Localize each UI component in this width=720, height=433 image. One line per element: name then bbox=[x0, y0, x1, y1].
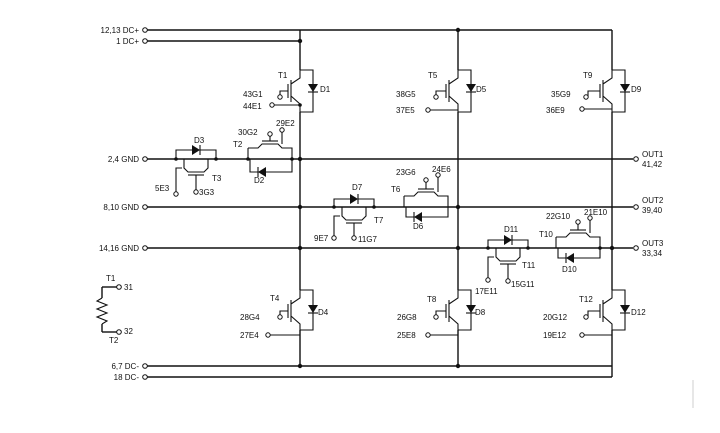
igbt-t6: T6 23G6 24E6 D6 bbox=[391, 165, 451, 231]
label-dcn-a: 6,7 DC- bbox=[111, 362, 139, 371]
label-29e2: 29E2 bbox=[276, 119, 295, 128]
label-gnd-c: 14,16 GND bbox=[99, 244, 139, 253]
output-terminals: OUT1 41,42 OUT2 39,40 OUT3 33,34 bbox=[633, 150, 664, 258]
igbt-t4: T4 D4 28G4 27E4 bbox=[240, 289, 329, 340]
label-d4: D4 bbox=[318, 308, 329, 317]
label-d6: D6 bbox=[413, 222, 424, 231]
label-t2: T2 bbox=[109, 336, 119, 345]
label-9e7: 9E7 bbox=[314, 234, 329, 243]
label-d12: D12 bbox=[631, 308, 646, 317]
label-t1: T1 bbox=[106, 274, 116, 283]
label-d5: D5 bbox=[476, 85, 487, 94]
label-26g8: 26G8 bbox=[397, 313, 417, 322]
label-dcp-a: 12,13 DC+ bbox=[101, 26, 140, 35]
label-gnd-b: 8,10 GND bbox=[103, 203, 139, 212]
label-27e4: 27E4 bbox=[240, 331, 259, 340]
label-28g4: 28G4 bbox=[240, 313, 260, 322]
label-38g5: 38G5 bbox=[396, 90, 416, 99]
label-d10: D10 bbox=[562, 265, 577, 274]
igbt-t2: T2 30G2 29E2 D2 bbox=[233, 119, 295, 185]
label-d7: D7 bbox=[352, 183, 363, 192]
label-t9-dev: T9 bbox=[583, 71, 593, 80]
label-37e5: 37E5 bbox=[396, 106, 415, 115]
label-gnd-a: 2,4 GND bbox=[108, 155, 139, 164]
label-out2: OUT2 bbox=[642, 196, 664, 205]
label-t2-dev: T2 bbox=[233, 140, 243, 149]
label-t12-dev: T12 bbox=[579, 295, 593, 304]
label-d11: D11 bbox=[504, 225, 519, 234]
label-t7-dev: T7 bbox=[374, 216, 384, 225]
label-out1-pins: 41,42 bbox=[642, 160, 663, 169]
igbt-t7: D7 T7 9E7 11G7 bbox=[314, 183, 384, 244]
label-out3-pins: 33,34 bbox=[642, 249, 663, 258]
label-19e12: 19E12 bbox=[543, 331, 567, 340]
label-25e8: 25E8 bbox=[397, 331, 416, 340]
label-30g2: 30G2 bbox=[238, 128, 258, 137]
label-35g9: 35G9 bbox=[551, 90, 571, 99]
label-23g6: 23G6 bbox=[396, 168, 416, 177]
igbt-t5: T5 D5 38G5 37E5 bbox=[396, 69, 487, 115]
label-out1: OUT1 bbox=[642, 150, 664, 159]
label-dcp-b: 1 DC+ bbox=[116, 37, 139, 46]
igbt-t11: D11 T11 17E11 15G11 bbox=[475, 225, 536, 296]
label-43g1: 43G1 bbox=[243, 90, 263, 99]
label-21e10: 21E10 bbox=[584, 208, 608, 217]
label-20g12: 20G12 bbox=[543, 313, 568, 322]
label-11g7: 11G7 bbox=[358, 235, 378, 244]
label-d9: D9 bbox=[631, 85, 642, 94]
label-d2: D2 bbox=[254, 176, 265, 185]
label-t6-dev: T6 bbox=[391, 185, 401, 194]
igbt-t3: D3 T3 5E3 3G3 bbox=[155, 136, 222, 197]
label-dcn-b: 18 DC- bbox=[114, 373, 140, 382]
label-p31: 31 bbox=[124, 283, 133, 292]
label-t5-dev: T5 bbox=[428, 71, 438, 80]
label-t11-dev: T11 bbox=[522, 261, 536, 270]
igbt-t8: T8 D8 26G8 25E8 bbox=[397, 289, 486, 340]
label-t10-dev: T10 bbox=[539, 230, 553, 239]
label-t4-dev: T4 bbox=[270, 294, 280, 303]
igbt-t10: T10 22G10 21E10 D10 bbox=[539, 208, 608, 274]
thermistor: T1 31 32 T2 bbox=[95, 274, 133, 345]
igbt-t1: T1 D1 43G1 44E1 bbox=[243, 69, 331, 113]
label-5e3: 5E3 bbox=[155, 184, 170, 193]
label-36e9: 36E9 bbox=[546, 106, 565, 115]
label-3g3: 3G3 bbox=[199, 188, 215, 197]
label-22g10: 22G10 bbox=[546, 212, 571, 221]
left-terminals: 12,13 DC+ 1 DC+ 2,4 GND 8,10 GND 14,16 G… bbox=[99, 26, 148, 382]
label-out3: OUT3 bbox=[642, 239, 664, 248]
label-p32: 32 bbox=[124, 327, 133, 336]
igbt-t12: T12 D12 20G12 19E12 bbox=[543, 289, 646, 340]
label-t3-dev: T3 bbox=[212, 174, 222, 183]
bus-wires bbox=[145, 27, 633, 378]
label-d8: D8 bbox=[475, 308, 486, 317]
label-out2-pins: 39,40 bbox=[642, 206, 663, 215]
label-44e1: 44E1 bbox=[243, 102, 262, 111]
igbt-t9: T9 D9 35G9 36E9 bbox=[546, 69, 642, 115]
label-d3: D3 bbox=[194, 136, 205, 145]
label-17e11: 17E11 bbox=[475, 287, 498, 296]
label-d1: D1 bbox=[320, 85, 331, 94]
label-24e6: 24E6 bbox=[432, 165, 451, 174]
label-15g11: 15G11 bbox=[511, 280, 535, 289]
label-t8-dev: T8 bbox=[427, 295, 437, 304]
label-t1-dev: T1 bbox=[278, 71, 288, 80]
